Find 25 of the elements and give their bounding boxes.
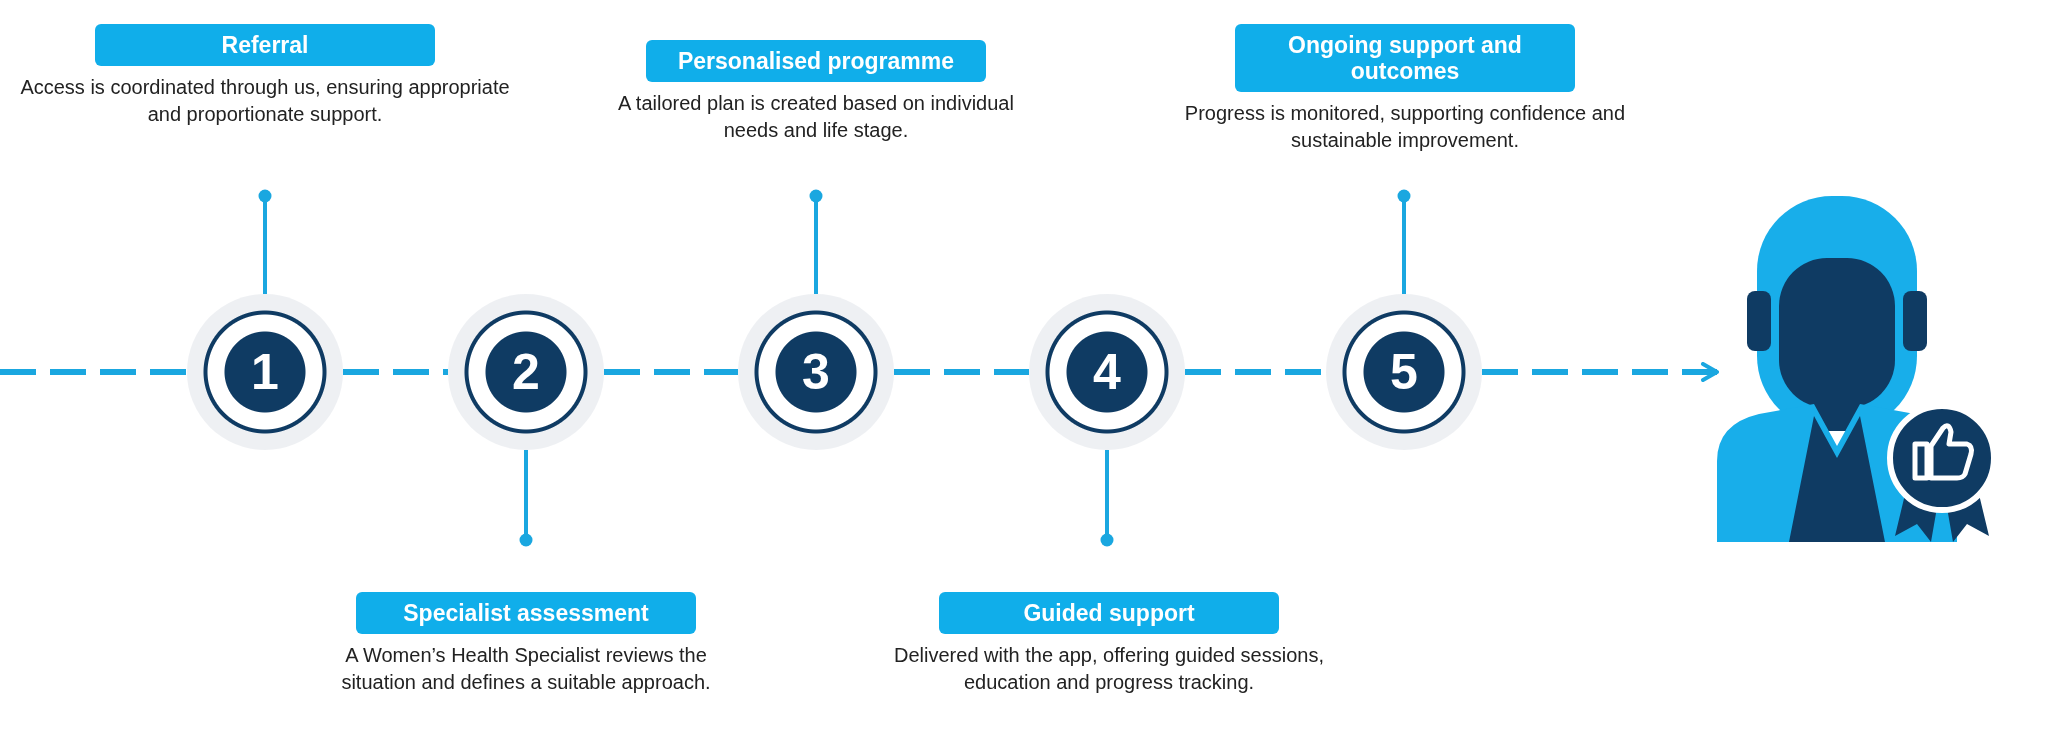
dashed-line xyxy=(604,369,738,375)
leader-line xyxy=(1100,450,1114,547)
leader-line xyxy=(519,450,533,547)
step-heading: Referral xyxy=(95,24,435,66)
dashed-arrow xyxy=(1482,362,1719,382)
step-description: Progress is monitored, supporting confidence and sustainable improvement. xyxy=(1183,101,1627,153)
step-number-circle: 2 xyxy=(448,294,604,450)
step-description: Access is coordinated through us, ensuring appropriate and proportionate support. xyxy=(19,75,511,127)
step-description: Delivered with the app, offering guided sessions, education and progress tracking. xyxy=(893,643,1325,695)
step-heading: Ongoing support and outcomes xyxy=(1235,24,1575,92)
step-number-circle: 1 xyxy=(187,294,343,450)
step-number-circle: 5 xyxy=(1326,294,1482,450)
step-heading: Personalised programme xyxy=(646,40,986,82)
leader-line xyxy=(258,189,272,294)
dashed-line xyxy=(0,369,187,375)
step-heading: Specialist assessment xyxy=(356,592,696,634)
dashed-line xyxy=(894,369,1029,375)
dashed-line xyxy=(343,369,448,375)
step-heading: Guided support xyxy=(939,592,1279,634)
step-description: A tailored plan is created based on individual needs and life stage. xyxy=(617,91,1015,143)
step-description: A Women’s Health Specialist reviews the situation and defines a suitable approach. xyxy=(340,643,712,695)
step-number-circle: 3 xyxy=(738,294,894,450)
leader-line xyxy=(809,189,823,294)
step-number-circle: 4 xyxy=(1029,294,1185,450)
leader-line xyxy=(1397,189,1411,294)
